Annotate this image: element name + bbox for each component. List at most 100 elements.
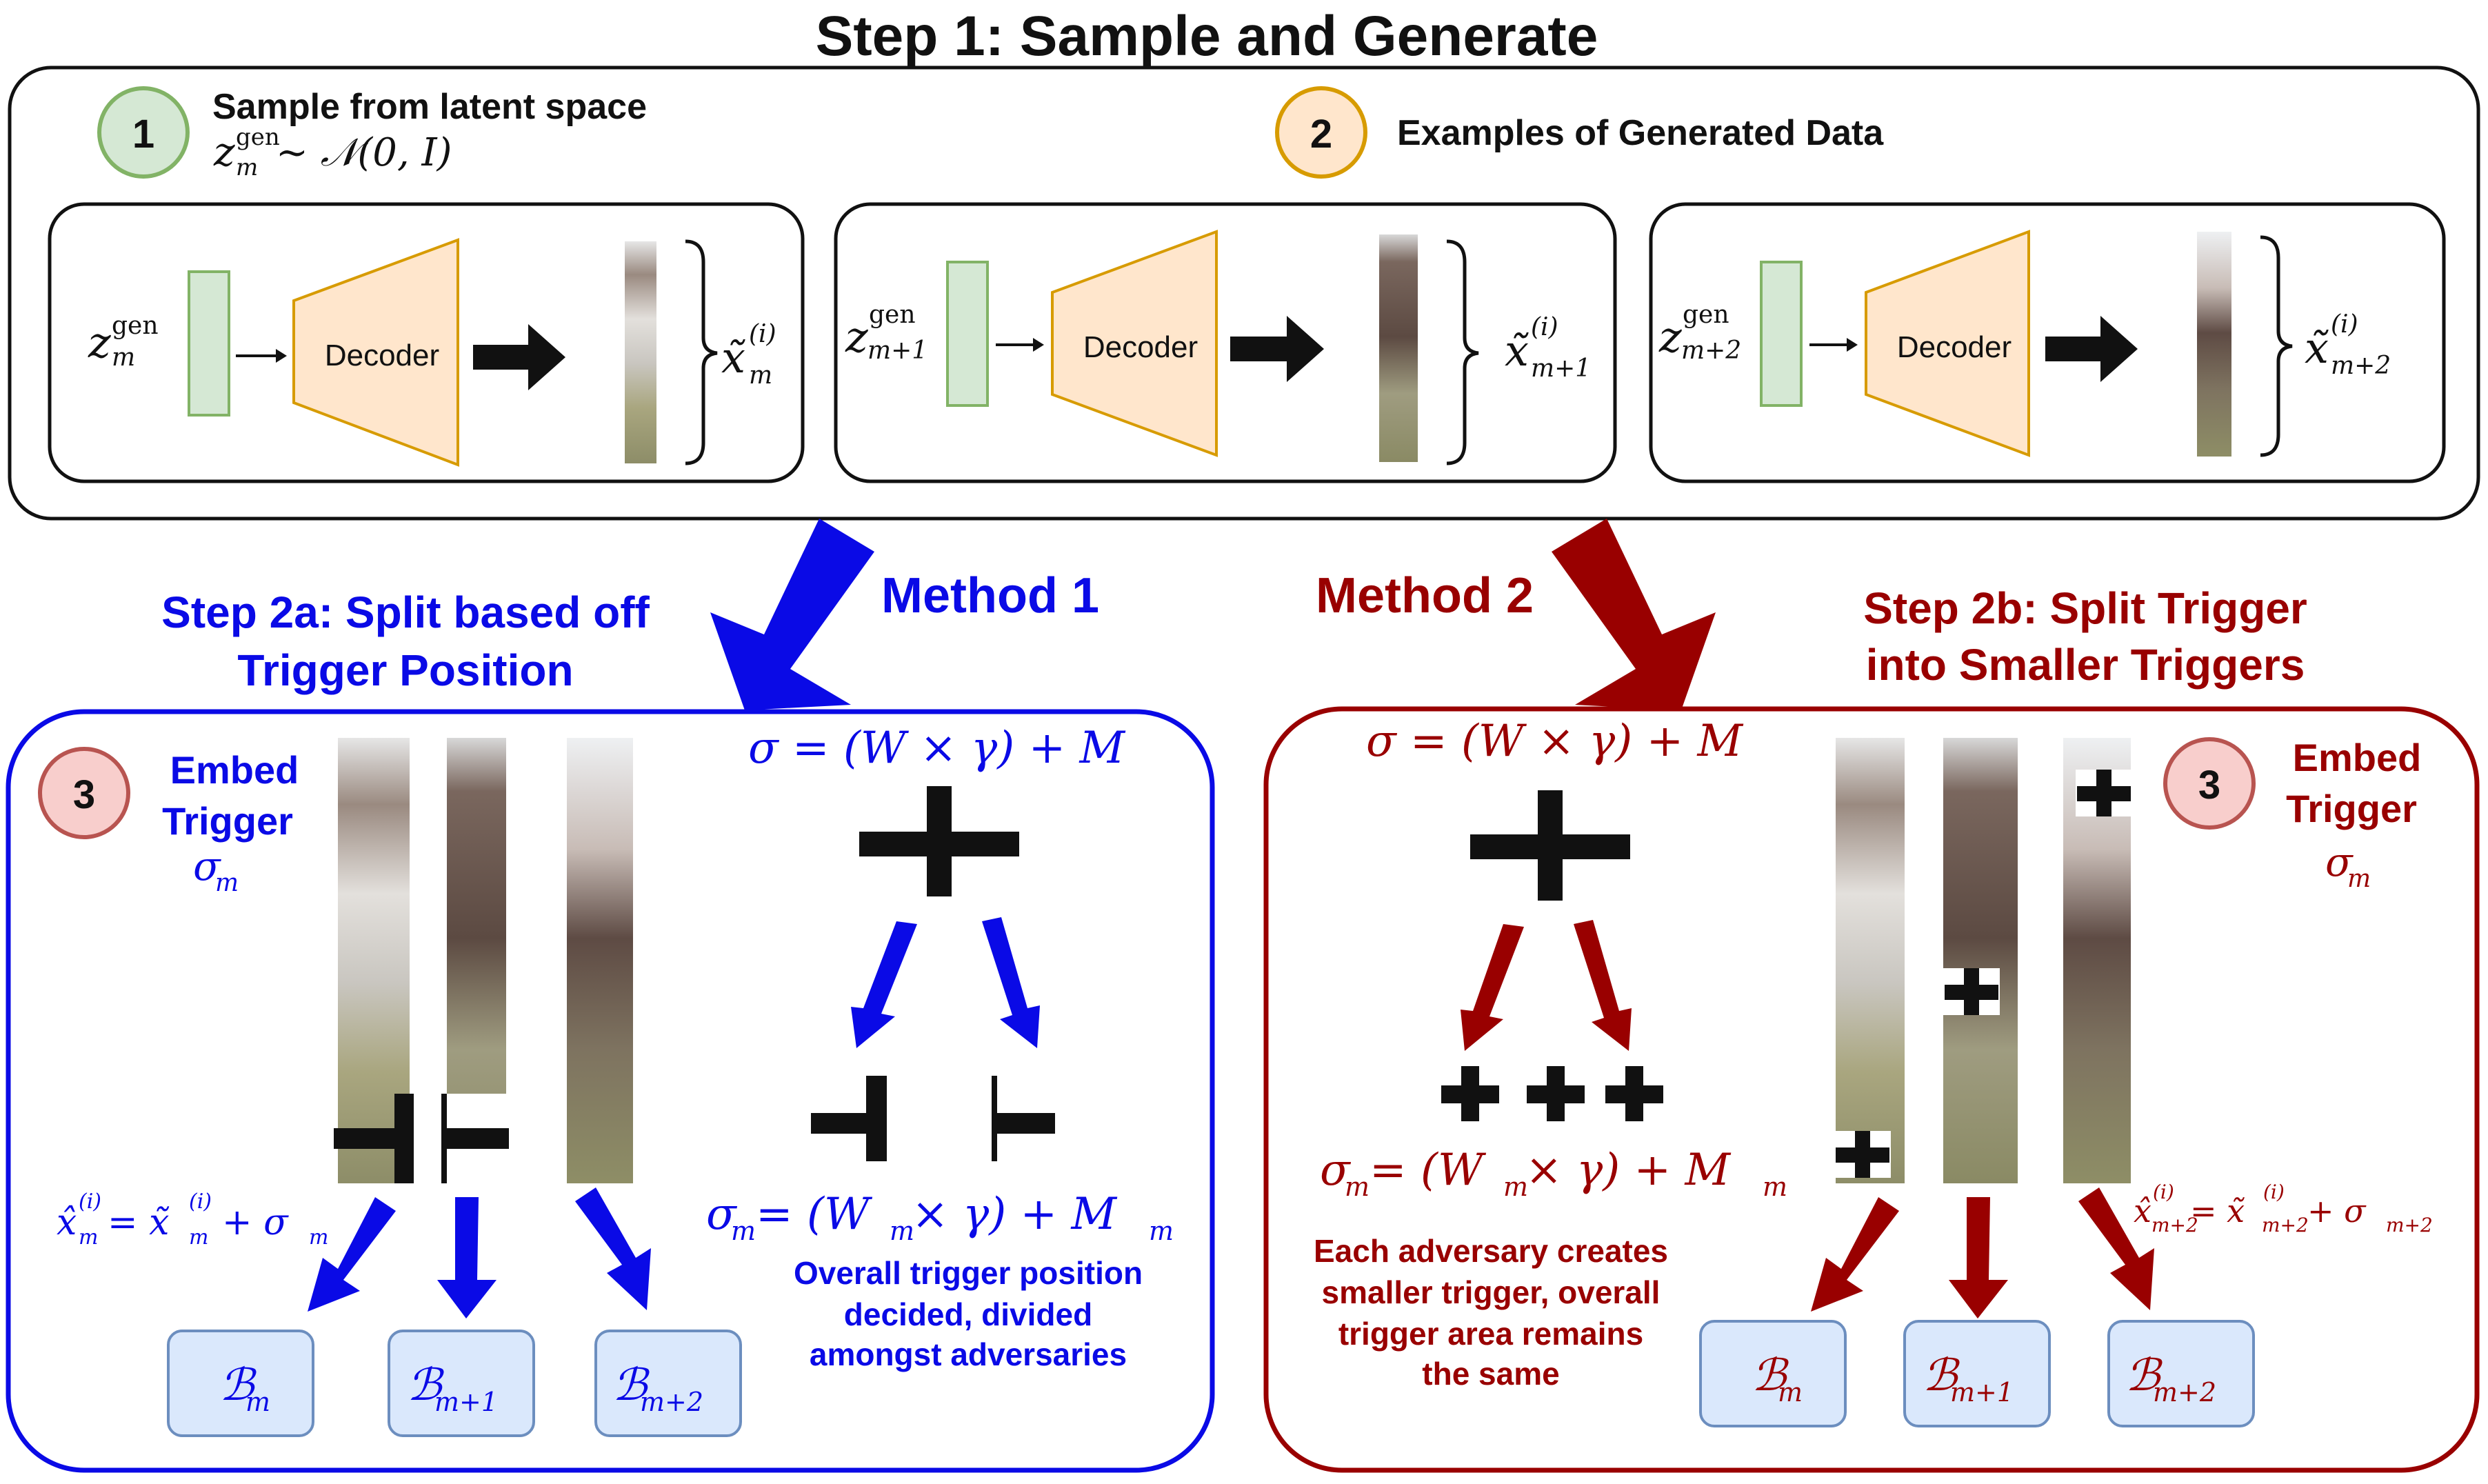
x-hat: x̂	[2134, 1192, 2151, 1230]
latent-vector	[188, 270, 230, 417]
decoder-label: Decoder	[1083, 330, 1198, 364]
plus-sigma: + σ	[2307, 1192, 2367, 1230]
generated-panel-3: z gen m+2 Decoder x̃ (i) m+2	[1649, 202, 2446, 483]
method2-description-line1: Each adversary creates	[1314, 1233, 1668, 1269]
down-arrow-3	[2078, 1187, 2154, 1310]
method2-arrow	[1552, 519, 1716, 710]
split-arrow-right	[982, 917, 1040, 1048]
split-arrow-right	[1574, 920, 1632, 1051]
beta-label: ℬ	[2125, 1350, 2163, 1401]
method1-description-line3: amongst adversaries	[810, 1336, 1127, 1372]
method2-sum-formula: x̂ (i) m+2 = x̃ (i) m+2 + σ m+2	[2134, 1181, 2433, 1236]
trigger-half-right	[441, 1094, 509, 1183]
down-arrow-3	[575, 1187, 651, 1310]
image-strip-3	[567, 738, 633, 1183]
latent-z-sup: gen	[112, 312, 159, 340]
latent-z-sub: m+1	[867, 337, 927, 365]
x-sup: (i)	[1531, 313, 1558, 341]
image-strip-2	[1943, 738, 2018, 1183]
beta-box-2: ℬ m+1	[1903, 1320, 2051, 1427]
step1-badge-2-label: 2	[1310, 112, 1332, 157]
beta-box-1: ℬ m	[167, 1330, 314, 1437]
embed-sigma-sub: m	[215, 869, 239, 897]
x-hat-sup: (i)	[2153, 1181, 2174, 1203]
latent-z: z	[1658, 312, 1682, 362]
sample-formula-gen: gen	[236, 123, 280, 151]
beta-box-3: ℬ m+2	[594, 1330, 742, 1437]
x-hat-sub: m+2	[2151, 1214, 2198, 1236]
embed-line2: Trigger	[2286, 787, 2417, 830]
method2-description-line3: trigger area remains	[1338, 1316, 1643, 1352]
step1-badge-2	[1275, 86, 1367, 179]
latent-z: z	[845, 312, 868, 362]
embed-badge-3-label: 3	[73, 772, 95, 817]
embedded-small-trigger-2	[1943, 968, 2000, 1015]
decoder-shape	[1051, 230, 1218, 457]
down-arrow-2	[437, 1197, 496, 1318]
beta-label: ℬ	[1923, 1350, 1960, 1401]
small-arrowhead	[1033, 338, 1044, 352]
decoder-shape	[1865, 230, 2030, 457]
x-sub: m+1	[1531, 354, 1591, 383]
x-tilde-sup: (i)	[189, 1190, 212, 1214]
x-sub: m+2	[2331, 352, 2391, 380]
method2-sigma-m-formula: σ m = (W m × γ) + M m	[1320, 1145, 1787, 1202]
method2-container: σ = (W × γ) + M σ m = (W m × γ) + M m	[1263, 706, 2480, 1473]
sigma-m-m-sub: m	[1149, 1216, 1174, 1246]
x-tilde-sub: m+2	[2262, 1214, 2309, 1236]
embed-badge-3-label: 3	[2198, 763, 2220, 808]
down-arrow-1	[1811, 1197, 1899, 1312]
step2a-title-line2: Trigger Position	[237, 645, 573, 695]
generated-image	[1379, 234, 1418, 462]
beta-sub: m+1	[434, 1387, 498, 1417]
embed-sigma-sub: m	[2347, 865, 2371, 893]
sigma-m-sub: m	[731, 1216, 756, 1246]
plus-sigma-sub: m+2	[2386, 1214, 2433, 1236]
method1-arrow	[710, 519, 874, 710]
method1-sigma-formula: σ = (W × γ) + M	[748, 723, 1126, 774]
sigma-m: σ	[706, 1189, 738, 1240]
step2a-title-line1: Step 2a: Split based off	[161, 588, 650, 637]
x-tilde: = x̃	[108, 1202, 170, 1243]
trigger-part-right	[992, 1076, 1055, 1161]
beta-box-1: ℬ m	[1699, 1320, 1847, 1427]
full-trigger-plus	[1470, 790, 1630, 901]
embed-sigma: σ	[2325, 839, 2354, 885]
beta-label: ℬ	[1752, 1350, 1789, 1401]
generated-panel-1: z gen m Decoder x̃ (i) m	[48, 202, 805, 483]
x-hat-sub: m	[79, 1225, 98, 1250]
sigma-m-w-sub: m	[890, 1216, 914, 1246]
down-arrow-2	[1949, 1197, 2008, 1318]
trigger-half-left	[334, 1094, 414, 1183]
brace	[1446, 239, 1479, 465]
x-tilde: x̃	[1505, 325, 1529, 376]
x-hat: x̂	[57, 1202, 77, 1243]
method1-sum-formula: x̂ (i) m = x̃ (i) m + σ m	[57, 1190, 328, 1250]
sample-formula-rest: ~ 𝒩(0, I)	[276, 130, 452, 175]
small-arrowhead	[1847, 338, 1858, 352]
method1-description-line2: decided, divided	[844, 1296, 1092, 1332]
embed-line2: Trigger	[162, 799, 293, 843]
latent-vector	[946, 261, 989, 407]
small-trigger-3	[1605, 1066, 1663, 1121]
x-tilde: x̃	[2305, 323, 2329, 373]
decoder-label: Decoder	[1897, 330, 2012, 364]
method2-description-line4: the same	[1422, 1356, 1559, 1392]
sigma-m-m-sub: m	[1763, 1172, 1787, 1202]
generated-image	[625, 241, 656, 463]
x-tilde: x̃	[721, 332, 745, 383]
sigma-m-rest2: × γ) + M	[1525, 1145, 1732, 1196]
beta-box-2: ℬ m+1	[388, 1330, 535, 1437]
method1-label: Method 1	[881, 568, 1099, 623]
x-sup: (i)	[749, 320, 776, 348]
method2-description-line2: smaller trigger, overall	[1322, 1274, 1661, 1310]
plus-sigma-sub: m	[309, 1225, 328, 1250]
sigma-m-sub: m	[1345, 1172, 1370, 1202]
trigger-part-left	[811, 1076, 887, 1161]
sigma-m-rest2: × γ) + M	[912, 1189, 1118, 1240]
plus-sigma: + σ	[222, 1202, 289, 1243]
generated-panel-2: z gen m+1 Decoder x̃ (i) m+1	[834, 202, 1617, 483]
latent-z: z	[88, 317, 111, 368]
method1-container: 3 Embed Trigger σ m σ = (W × γ) + M	[6, 709, 1215, 1473]
sample-formula: z gen m ~ 𝒩(0, I)	[213, 123, 452, 181]
